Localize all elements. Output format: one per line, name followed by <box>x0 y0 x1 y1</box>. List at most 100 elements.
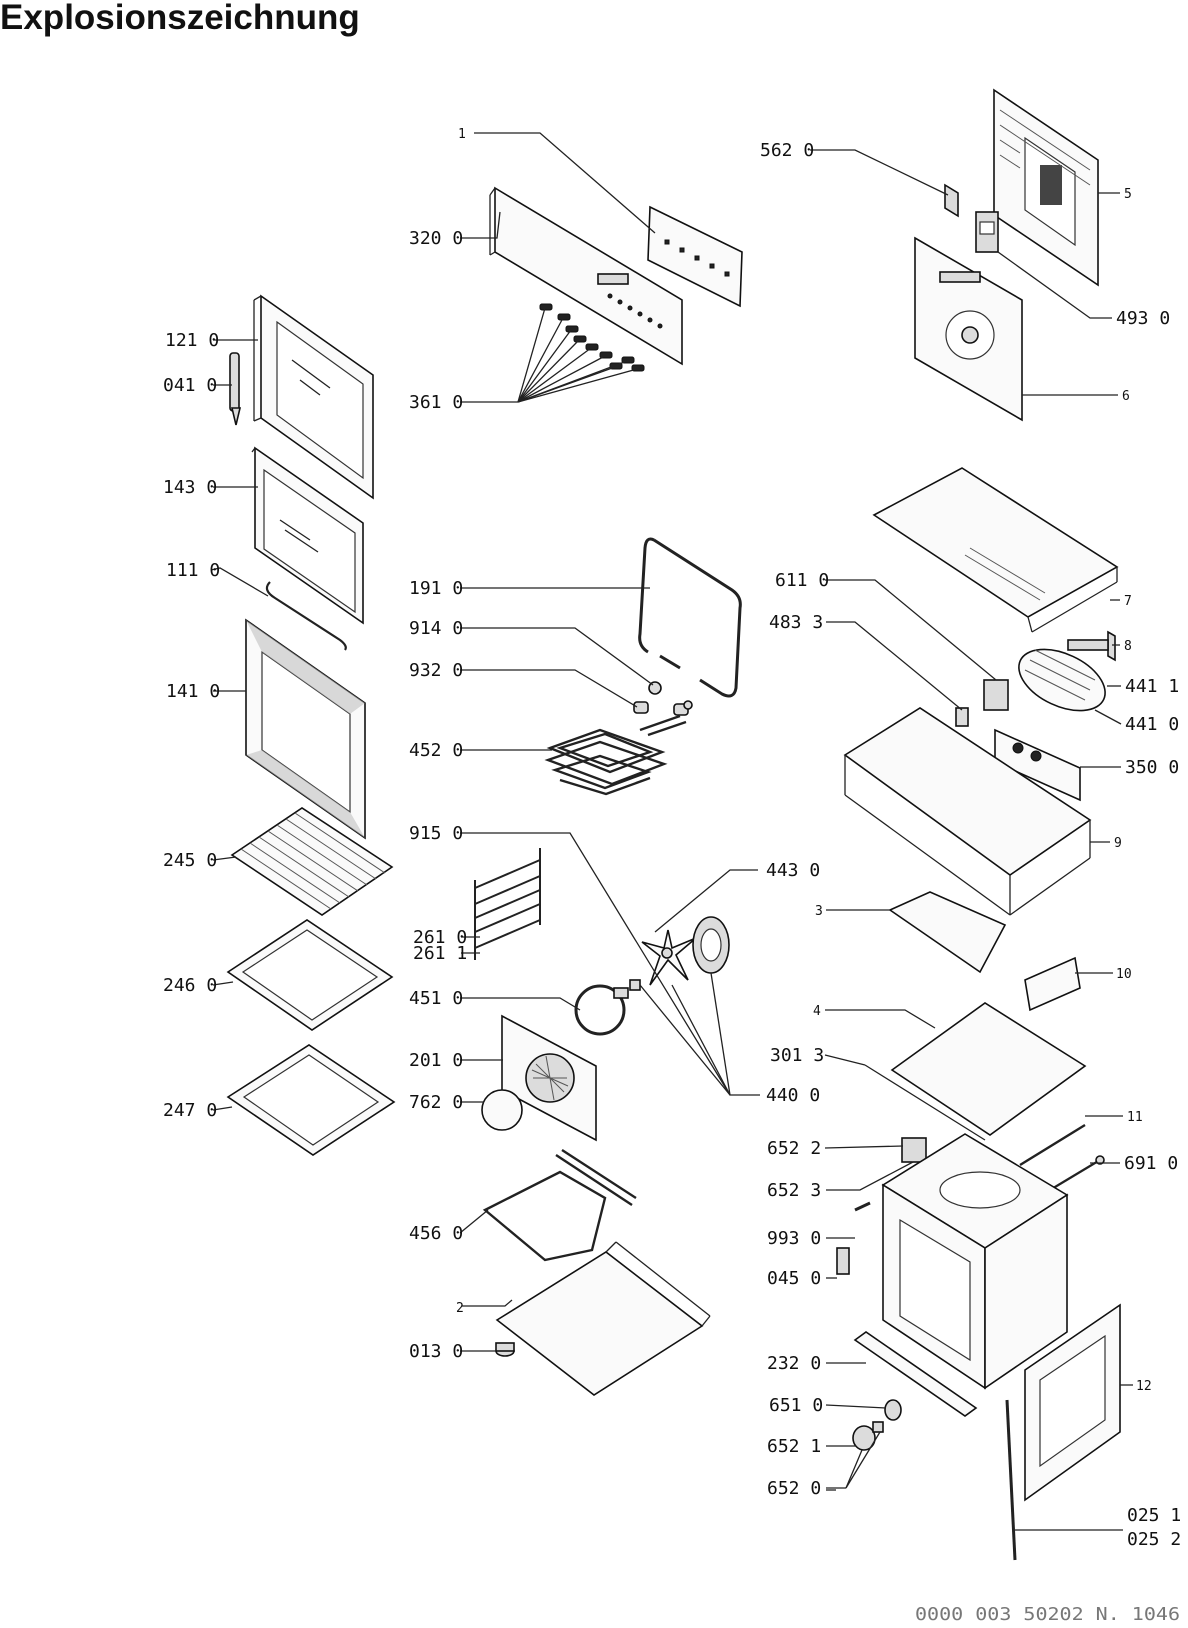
label-9: 9 <box>1114 836 1122 851</box>
control-board-part <box>647 205 743 308</box>
wire-rack-part <box>230 807 394 916</box>
side-rails-part <box>474 848 541 960</box>
label-611: 611 0 <box>775 570 829 591</box>
label-762: 762 0 <box>409 1092 463 1113</box>
label-246: 246 0 <box>163 975 217 996</box>
label-025-1: 025 1 <box>1127 1505 1181 1526</box>
label-452: 452 0 <box>409 740 463 761</box>
chassis-tray-part <box>843 707 1092 916</box>
lower-element-part <box>482 1148 637 1262</box>
door-switch-part <box>901 1137 927 1163</box>
drawing-reference: 0000 003 50202 N. 1046 <box>915 1604 1180 1625</box>
label-691: 691 0 <box>1124 1153 1178 1174</box>
label-261-0: 261 0 <box>413 927 467 948</box>
label-914: 914 0 <box>409 618 463 639</box>
fan-motor-part <box>629 916 730 991</box>
label-651: 651 0 <box>769 1395 823 1416</box>
label-5: 5 <box>1124 187 1132 202</box>
label-3: 3 <box>815 904 823 919</box>
label-232: 232 0 <box>767 1353 821 1374</box>
page-title: Explosionszeichnung <box>0 0 360 37</box>
oven-cavity-part <box>881 1133 1069 1390</box>
latch-part <box>836 1247 850 1275</box>
label-4: 4 <box>813 1004 821 1019</box>
label-440: 440 0 <box>766 1085 820 1106</box>
label-652-0: 652 0 <box>767 1478 821 1499</box>
knob-spindle-part <box>872 1421 884 1433</box>
label-2: 2 <box>456 1301 464 1316</box>
label-320: 320 0 <box>409 228 463 249</box>
insulation-plate-part <box>864 1002 1087 1141</box>
label-441-1: 441 1 <box>1125 676 1179 697</box>
small-bracket-part <box>1107 630 1116 662</box>
label-483: 483 3 <box>769 612 823 633</box>
door-seal-part <box>265 581 347 651</box>
terminal-block-part <box>975 211 999 253</box>
relay-part <box>983 679 1009 711</box>
label-11: 11 <box>1127 1110 1143 1125</box>
label-6: 6 <box>1122 389 1130 404</box>
fan-blade-part <box>641 929 697 986</box>
label-261-1: 261 1 <box>413 943 467 964</box>
label-7: 7 <box>1124 594 1132 609</box>
label-350: 350 0 <box>1125 757 1179 778</box>
rod-part <box>1019 1123 1086 1167</box>
label-025-2: 025 2 <box>1127 1529 1181 1550</box>
label-652-2: 652 2 <box>767 1138 821 1159</box>
label-191: 191 0 <box>409 578 463 599</box>
label-443: 443 0 <box>766 860 820 881</box>
fuse-holder-part <box>944 183 959 218</box>
rear-wall-part <box>914 236 1023 422</box>
label-993: 993 0 <box>767 1228 821 1249</box>
hinge-rail-part <box>1005 1399 1017 1561</box>
label-652-1: 652 1 <box>767 1436 821 1457</box>
label-493: 493 0 <box>1116 308 1170 329</box>
label-1: 1 <box>458 127 466 142</box>
trim-strip-part <box>853 1331 978 1417</box>
label-915: 915 0 <box>409 823 463 844</box>
label-143: 143 0 <box>163 477 217 498</box>
bracket-part <box>888 891 1007 974</box>
inner-door-glass-part <box>251 446 364 625</box>
knob-part <box>884 1399 902 1421</box>
grill-element-part <box>544 714 687 796</box>
label-361: 361 0 <box>409 392 463 413</box>
leader-lines <box>210 132 1133 1531</box>
floor-panel-part <box>495 1241 711 1396</box>
spring-part <box>633 700 693 716</box>
foot-part <box>495 1342 515 1357</box>
fan-cover-part <box>501 1014 597 1142</box>
label-12: 12 <box>1136 1379 1152 1394</box>
label-141: 141 0 <box>166 681 220 702</box>
top-cover-part <box>872 467 1119 633</box>
door-outer-part <box>253 294 374 500</box>
label-451: 451 0 <box>409 988 463 1009</box>
label-8: 8 <box>1124 639 1132 654</box>
cooling-fan-part <box>1018 639 1109 712</box>
oven-gasket-part <box>638 537 742 698</box>
label-111: 111 0 <box>166 560 220 581</box>
label-013: 013 0 <box>409 1341 463 1362</box>
label-247: 247 0 <box>163 1100 217 1121</box>
control-panel-part <box>489 186 683 366</box>
front-glass-part <box>245 618 366 840</box>
label-10: 10 <box>1116 967 1132 982</box>
label-456: 456 0 <box>409 1223 463 1244</box>
ring-element-part <box>574 984 629 1036</box>
label-652-3: 652 3 <box>767 1180 821 1201</box>
knob-cap-part <box>852 1425 876 1451</box>
label-562: 562 0 <box>760 140 814 161</box>
lamp-part <box>1049 1155 1105 1191</box>
connector-part <box>955 707 969 727</box>
baking-tray-part <box>226 919 394 1031</box>
screw-part <box>854 1201 871 1212</box>
label-301: 301 3 <box>770 1045 824 1066</box>
label-045: 045 0 <box>767 1268 821 1289</box>
hinge-part <box>229 352 242 426</box>
label-245: 245 0 <box>163 850 217 871</box>
rail-bracket-part <box>1024 956 1081 1012</box>
switch-block-part <box>994 728 1081 802</box>
deep-tray-part <box>226 1044 396 1156</box>
label-932: 932 0 <box>409 660 463 681</box>
